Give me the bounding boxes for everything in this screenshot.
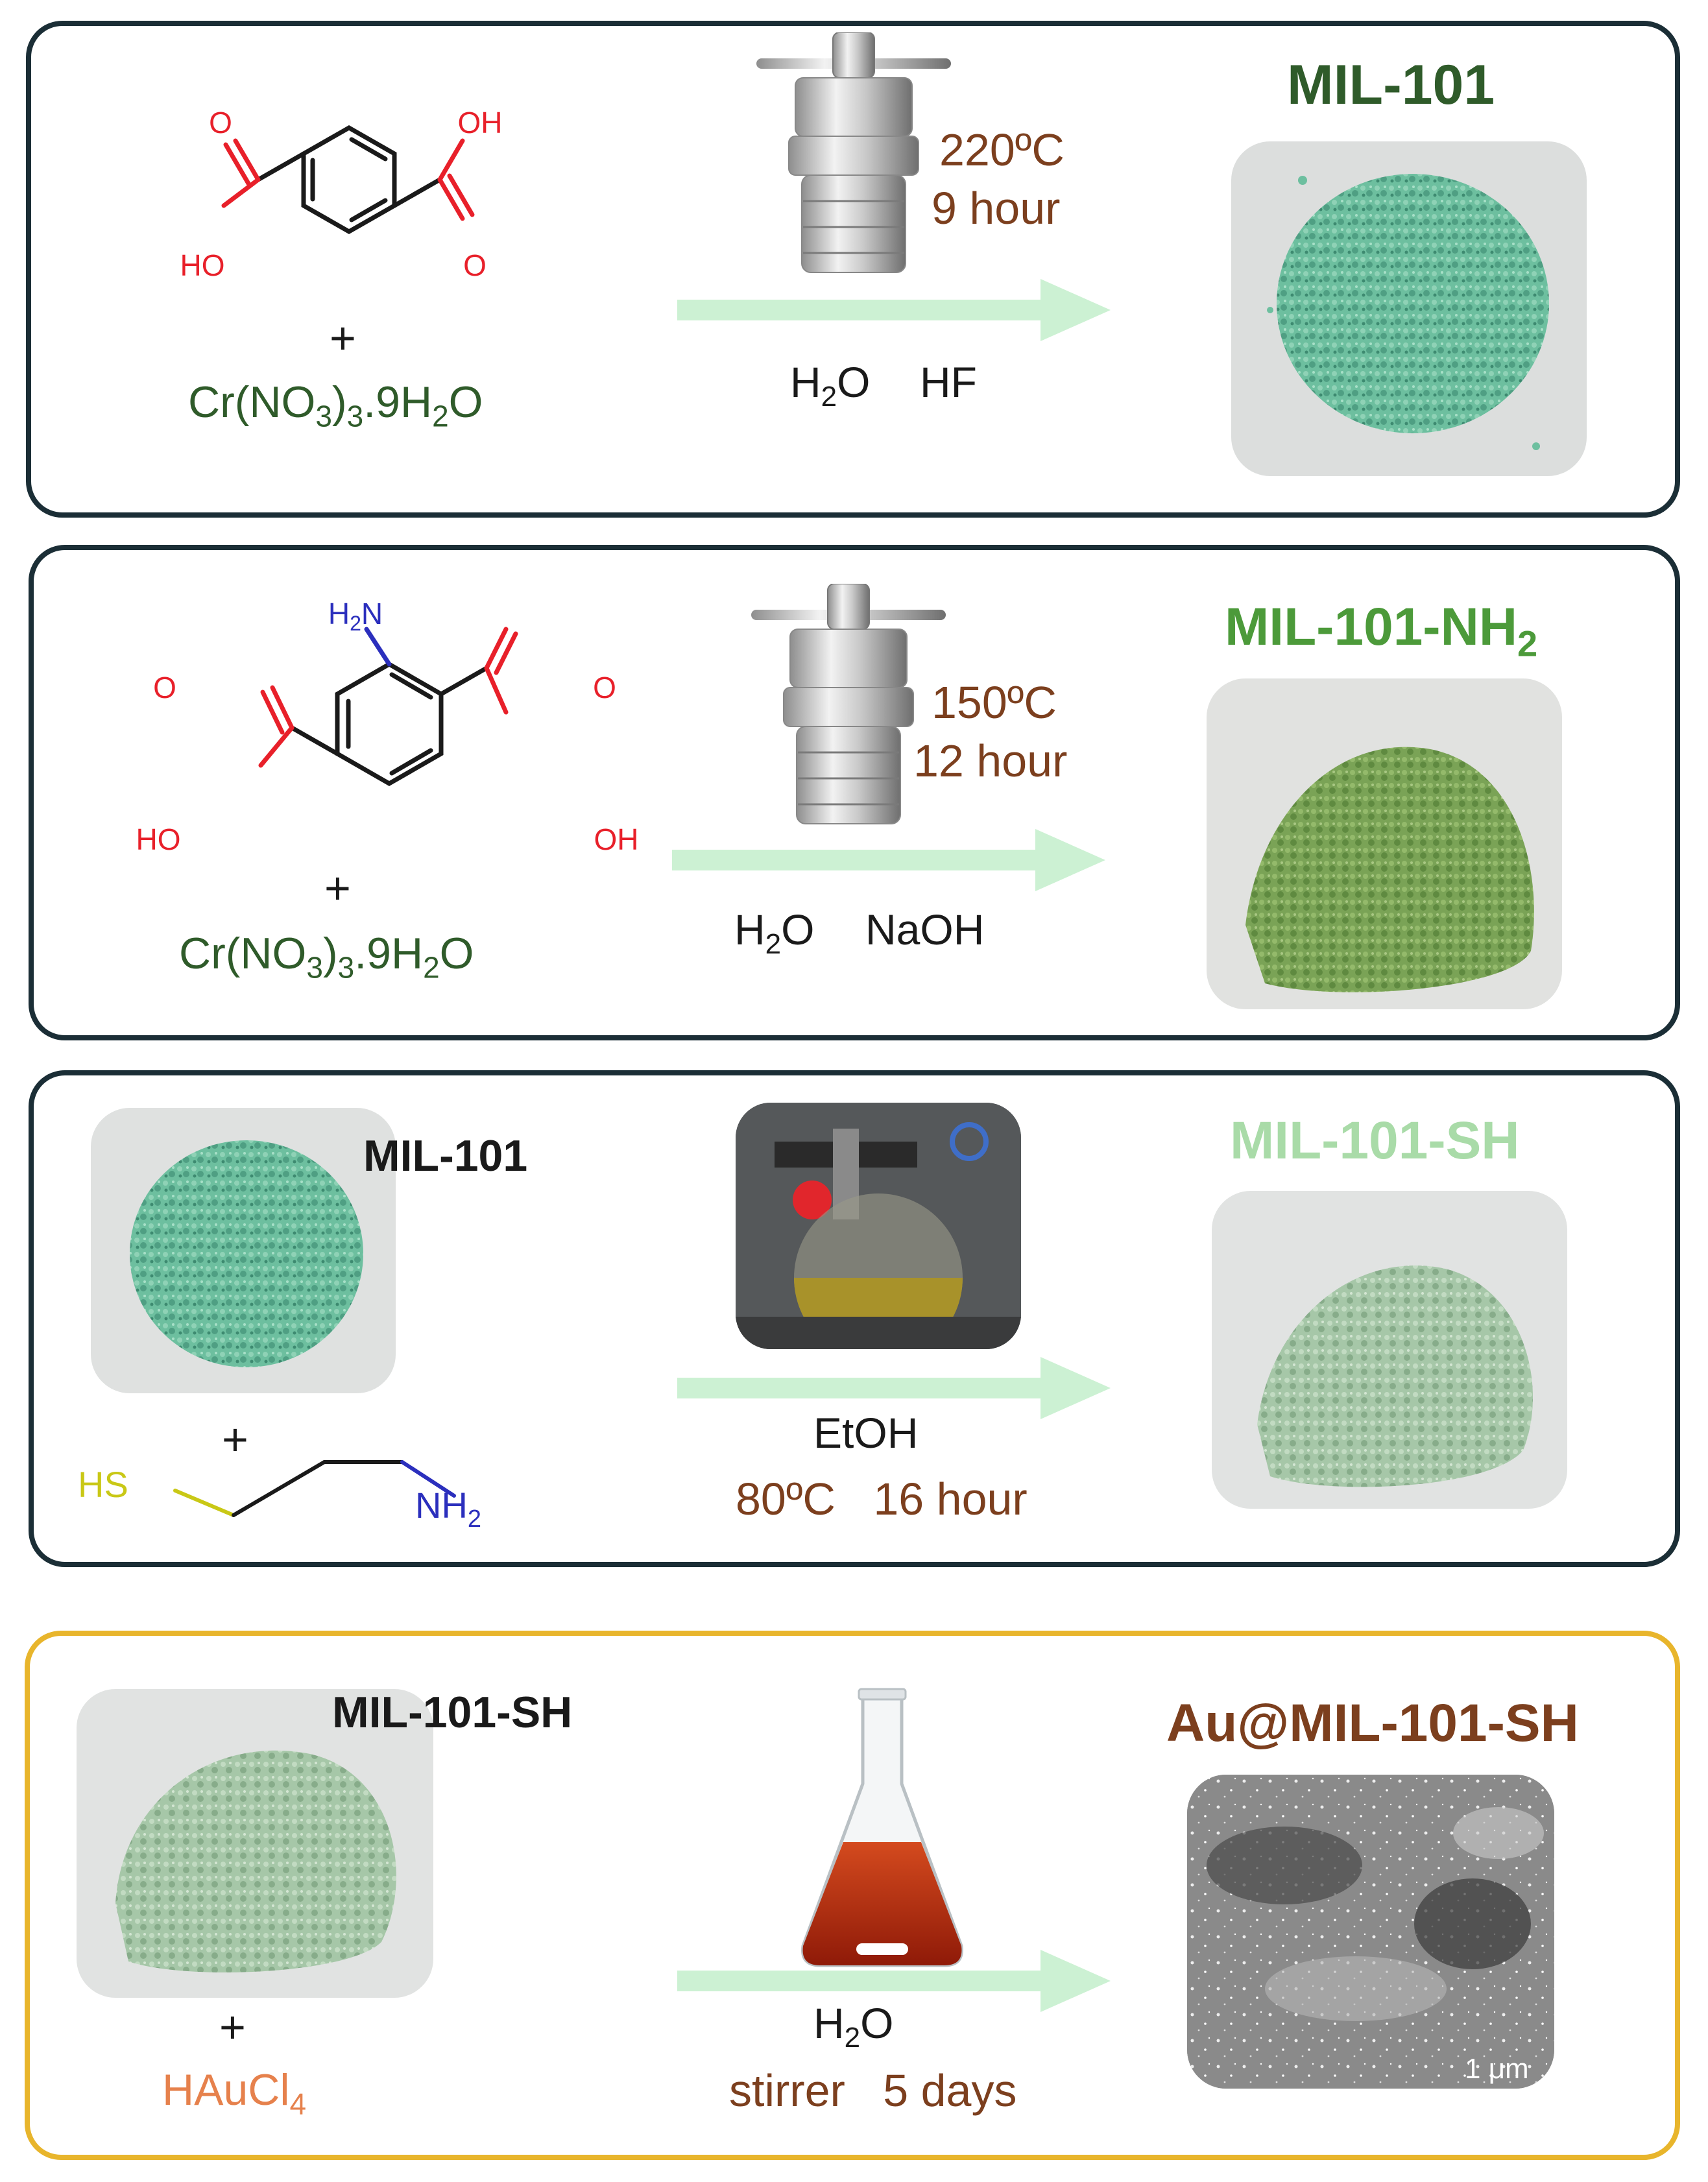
- mil101-nh2-powder-photo: [1207, 678, 1562, 1009]
- plus-sign: +: [219, 2002, 246, 2052]
- product-title: MIL-101: [1287, 54, 1495, 116]
- reagent-label: MIL-101: [363, 1131, 528, 1181]
- hydroxyl-label: OH: [458, 106, 503, 139]
- plus-sign: +: [330, 313, 356, 363]
- mil101-reagent-photo: [91, 1108, 396, 1393]
- oxygen-label: O: [463, 248, 487, 282]
- reagent-label: MIL-101-SH: [332, 1688, 573, 1737]
- temperature-condition: 150ºC: [932, 677, 1057, 728]
- mil101-sh-reagent-photo: [77, 1689, 433, 1998]
- reaction-arrow: [677, 279, 1111, 341]
- autoclave-reactor-icon: [751, 584, 946, 824]
- product-title: MIL-101-SH: [1230, 1111, 1520, 1170]
- cysteamine-structure: HS NH2: [78, 1460, 481, 1533]
- oxygen-label: O: [593, 671, 616, 704]
- hydroxyl-label: OH: [594, 822, 639, 856]
- product-title: MIL-101-NH2: [1225, 597, 1538, 664]
- mil101-sh-powder-photo: [1212, 1191, 1567, 1509]
- reaction-arrow: [677, 1357, 1111, 1419]
- gold-salt-label: HAuCl4: [162, 2065, 307, 2121]
- reaction-conditions: 80ºC 16 hour: [736, 1474, 1028, 1524]
- oxygen-label: O: [153, 671, 176, 704]
- oxygen-label: O: [209, 106, 232, 139]
- product-title: Au@MIL-101-SH: [1166, 1694, 1579, 1753]
- hydroxyl-label: HO: [180, 248, 225, 282]
- plus-sign: +: [222, 1414, 248, 1465]
- amine-label: NH2: [415, 1485, 481, 1533]
- time-condition: 9 hour: [932, 183, 1061, 234]
- sem-image: 1 μm: [1187, 1775, 1554, 2089]
- additive-label: HF: [920, 358, 977, 406]
- hydroxyl-label: HO: [136, 822, 181, 856]
- reaction-conditions: stirrer 5 days: [729, 2065, 1017, 2116]
- terephthalic-acid-structure: O HO OH O: [180, 106, 503, 282]
- erlenmeyer-flask-icon: [801, 1688, 963, 1967]
- flask-reactor-photo: [736, 1103, 1021, 1349]
- additive-label: NaOH: [865, 905, 985, 953]
- chromium-nitrate-label: Cr(NO3)3.9H2O: [188, 378, 483, 433]
- solvent-label: H2O: [790, 358, 871, 413]
- mil101-powder-photo: [1231, 141, 1587, 476]
- chromium-nitrate-label: Cr(NO3)3.9H2O: [179, 929, 474, 985]
- solvent-label: H2O: [734, 905, 815, 961]
- scale-bar-label: 1 μm: [1465, 2053, 1529, 2085]
- thiol-label: HS: [78, 1464, 128, 1505]
- solvent-label: EtOH: [813, 1409, 919, 1457]
- solvent-label: H2O: [813, 1999, 894, 2054]
- temperature-condition: 220ºC: [939, 125, 1064, 175]
- aminoterephthalic-acid-structure: H2N O O HO OH: [136, 597, 639, 856]
- reaction-arrow: [672, 829, 1105, 891]
- reaction-arrow: [677, 1950, 1111, 2012]
- autoclave-reactor-icon: [756, 32, 951, 273]
- plus-sign: +: [324, 863, 351, 913]
- amine-label: H2N: [328, 597, 383, 635]
- time-condition: 12 hour: [913, 736, 1068, 786]
